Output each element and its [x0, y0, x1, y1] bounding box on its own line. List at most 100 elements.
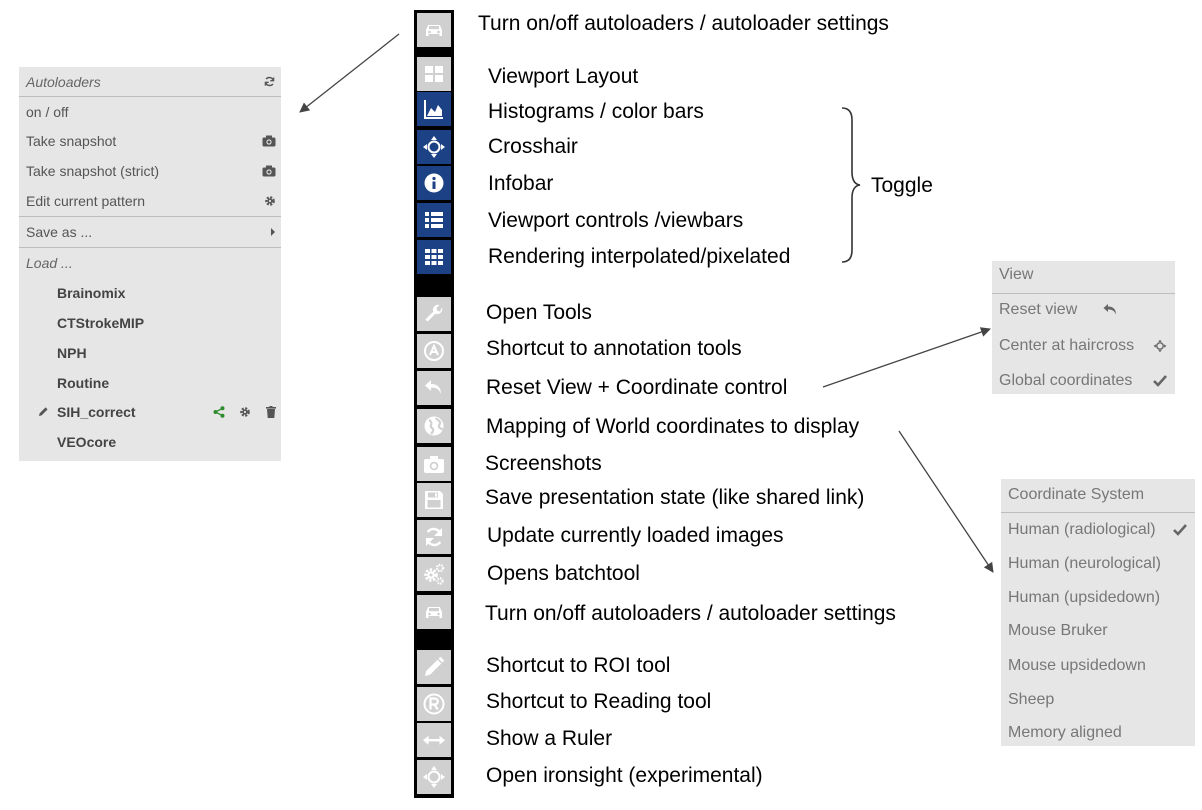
label-histograms: Histograms / color bars — [488, 100, 704, 123]
save-as-item[interactable]: Save as ... — [19, 217, 281, 247]
pattern-label: VEOcore — [57, 434, 117, 450]
infobar-toggle-button[interactable] — [417, 166, 451, 200]
screenshot-button[interactable] — [417, 447, 451, 481]
label-ruler: Show a Ruler — [486, 727, 613, 750]
coord-mouse-upsidedown-item[interactable]: Mouse upsidedown — [1008, 653, 1187, 679]
batchtool-button[interactable] — [417, 557, 451, 591]
label-infobar: Infobar — [488, 172, 554, 195]
reset-view-button[interactable] — [417, 371, 451, 405]
crosshair-arrows-icon — [423, 766, 445, 788]
pattern-item[interactable]: Routine — [19, 368, 281, 398]
label-viewport-controls: Viewport controls /viewbars — [488, 209, 744, 232]
annotation-tools-button[interactable] — [417, 334, 451, 368]
label-autoloader-2: Turn on/off autoloaders / autoloader set… — [485, 602, 896, 625]
share-icon[interactable] — [213, 397, 225, 429]
crosshair-toggle-button[interactable] — [417, 130, 451, 164]
label-reset-view: Reset View + Coordinate control — [486, 376, 788, 399]
pattern-item[interactable]: CTStrokeMIP — [19, 308, 281, 338]
load-header-label: Load ... — [26, 255, 73, 271]
edit-current-pattern-item[interactable]: Edit current pattern — [19, 186, 281, 216]
menu-item-label: on / off — [26, 104, 69, 120]
pattern-item[interactable]: Brainomix — [19, 278, 281, 308]
menu-item-label: Take snapshot (strict) — [26, 163, 160, 179]
pattern-label: Routine — [57, 375, 110, 391]
label-rendering: Rendering interpolated/pixelated — [488, 245, 791, 268]
global-coordinates-item[interactable]: Global coordinates — [999, 368, 1167, 394]
ruler-button[interactable] — [417, 723, 451, 757]
coordinate-menu-header: Coordinate System — [1008, 486, 1145, 503]
menu-item-label: Center at haircross — [999, 337, 1135, 354]
caret-right-icon — [270, 217, 276, 247]
reset-view-item[interactable]: Reset view — [999, 297, 1167, 323]
car-icon — [426, 25, 442, 36]
open-tools-button[interactable] — [417, 297, 451, 331]
refresh-icon[interactable] — [263, 67, 276, 99]
horizontal-arrows-icon — [423, 735, 445, 745]
coord-memory-aligned-item[interactable]: Memory aligned — [1008, 720, 1187, 746]
menu-item-label: Memory aligned — [1008, 724, 1122, 741]
autoloader-on-off-item[interactable]: on / off — [19, 97, 281, 127]
pattern-item[interactable]: NPH — [19, 338, 281, 368]
grid-dots-icon — [425, 249, 443, 265]
registered-r-icon — [423, 693, 445, 715]
undo-arrow-icon — [1103, 297, 1118, 324]
center-at-haircross-item[interactable]: Center at haircross — [999, 333, 1167, 359]
label-reading-tool: Shortcut to Reading tool — [486, 690, 712, 713]
gear-icon[interactable] — [239, 397, 251, 429]
menu-item-label: Reset view — [999, 301, 1078, 318]
viewport-layout-button[interactable] — [417, 57, 451, 91]
label-annotation-tools: Shortcut to annotation tools — [486, 337, 742, 360]
pattern-item[interactable]: VEOcore — [19, 427, 281, 457]
reading-tool-button[interactable] — [417, 687, 451, 721]
pattern-item-current[interactable]: SIH_correct — [19, 397, 281, 427]
refresh-icon — [425, 527, 443, 547]
label-autoloader: Turn on/off autoloaders / autoloader set… — [478, 12, 889, 35]
menu-item-label: Mouse upsidedown — [1008, 657, 1146, 674]
crosshair-arrows-icon — [423, 136, 445, 158]
info-icon — [424, 173, 444, 193]
menu-divider — [19, 247, 281, 248]
gear-icon — [264, 186, 276, 218]
autoloader-toggle-button-2[interactable] — [417, 595, 451, 629]
coord-mouse-bruker-item[interactable]: Mouse Bruker — [1008, 618, 1187, 644]
label-open-tools: Open Tools — [486, 301, 592, 324]
take-snapshot-strict-item[interactable]: Take snapshot (strict) — [19, 156, 281, 186]
coord-sheep-item[interactable]: Sheep — [1008, 687, 1187, 713]
label-update-images: Update currently loaded images — [487, 524, 784, 547]
menu-item-label: Sheep — [1008, 691, 1055, 708]
coord-human-radiological-item[interactable]: Human (radiological) — [1008, 517, 1187, 543]
menu-item-label: Human (upsidedown) — [1008, 589, 1161, 606]
menu-item-label: Mouse Bruker — [1008, 622, 1108, 639]
menu-item-label: Human (radiological) — [1008, 521, 1156, 538]
menu-item-label: Human (neurological) — [1008, 555, 1161, 572]
save-presentation-state-button[interactable] — [417, 483, 451, 517]
load-header: Load ... — [19, 248, 281, 278]
coord-human-neurological-item[interactable]: Human (neurological) — [1008, 551, 1187, 577]
trash-icon[interactable] — [266, 397, 276, 429]
toggle-brace — [841, 107, 861, 263]
camera-icon — [424, 456, 444, 473]
menu-divider — [992, 293, 1175, 294]
label-viewport-layout: Viewport Layout — [488, 65, 639, 88]
vertical-toolbar — [414, 10, 454, 798]
take-snapshot-item[interactable]: Take snapshot — [19, 126, 281, 156]
menu-divider — [19, 96, 281, 97]
coord-human-upsidedown-item[interactable]: Human (upsidedown) — [1008, 585, 1187, 611]
viewport-controls-toggle-button[interactable] — [417, 203, 451, 237]
autoloader-toggle-button[interactable] — [417, 13, 451, 47]
rendering-toggle-button[interactable] — [417, 240, 451, 274]
car-icon — [426, 607, 442, 618]
update-images-button[interactable] — [417, 520, 451, 554]
list-icon — [425, 212, 443, 228]
globe-icon — [424, 416, 444, 436]
world-coordinates-button[interactable] — [417, 409, 451, 443]
wrench-icon — [425, 304, 443, 322]
coordinate-system-menu: Coordinate System Human (radiological) H… — [1001, 479, 1195, 746]
ironsight-button[interactable] — [417, 760, 451, 794]
gears-icon — [424, 563, 445, 585]
layout-grid-icon — [425, 66, 443, 82]
histogram-toggle-button[interactable] — [417, 92, 451, 126]
view-menu-header: View — [999, 266, 1034, 283]
roi-tool-button[interactable] — [417, 650, 451, 684]
